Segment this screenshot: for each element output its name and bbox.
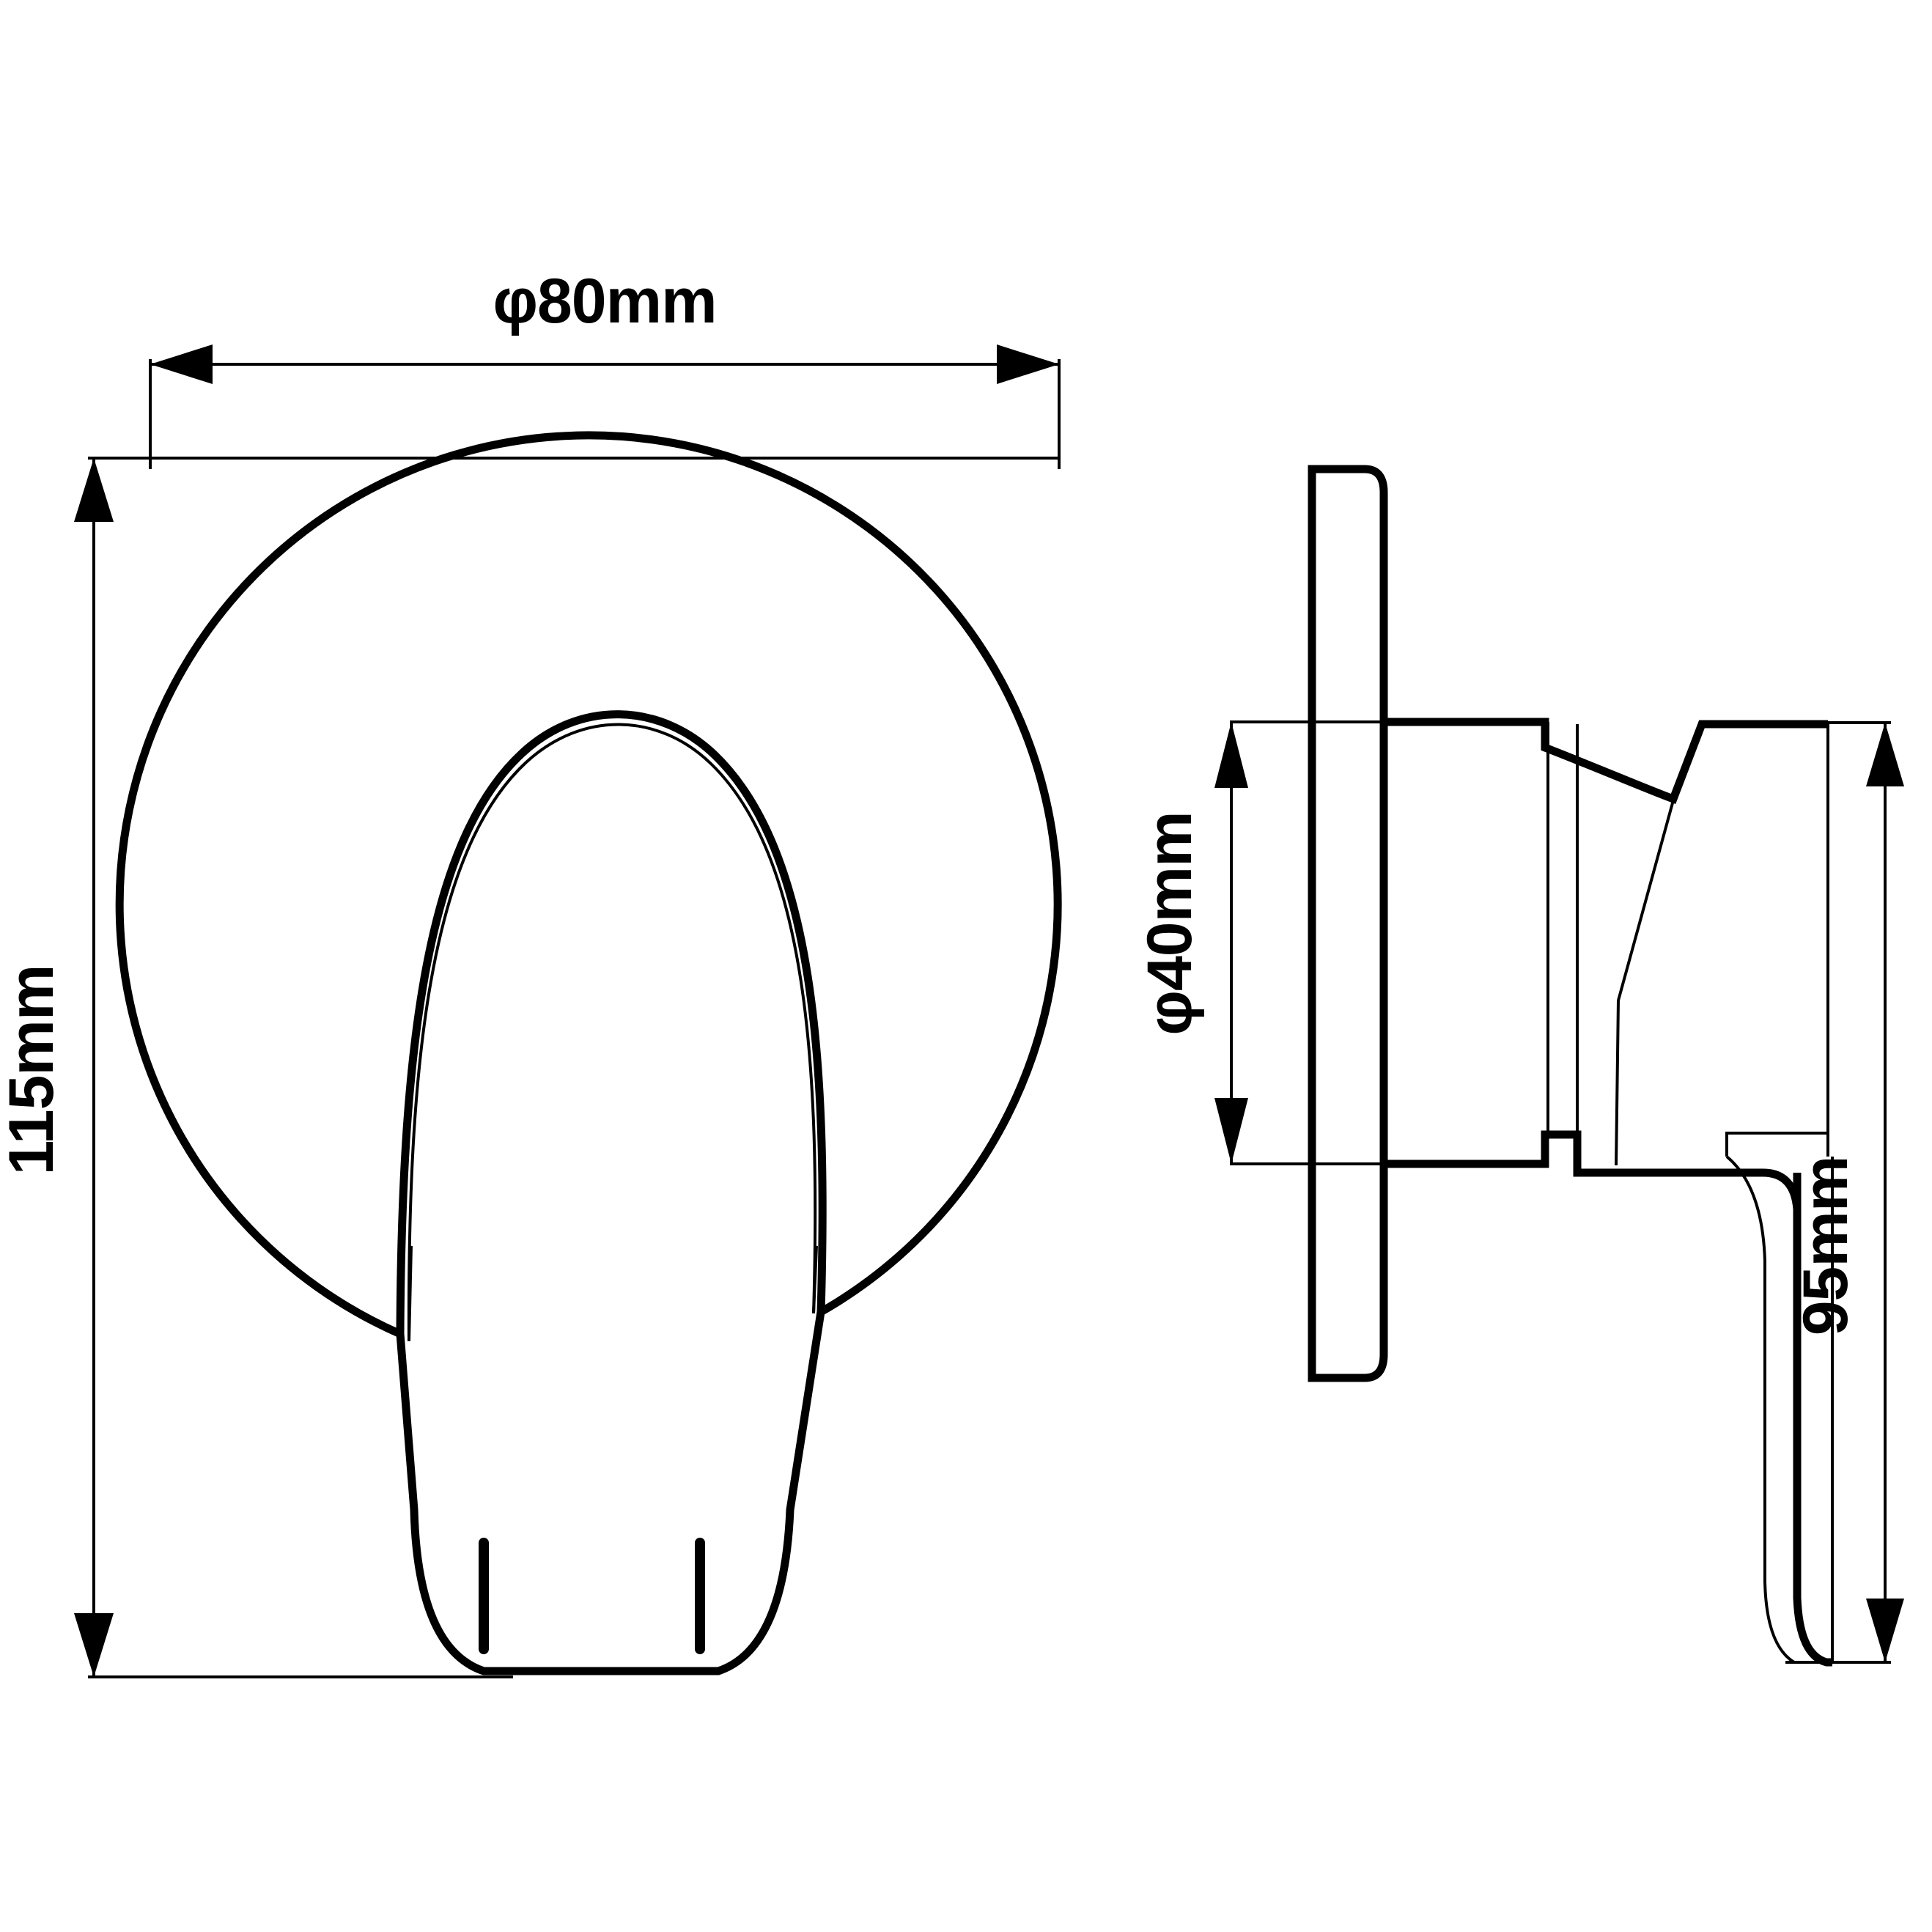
lever-handle-outline — [396, 710, 827, 1675]
dim40-label: φ40mm — [1135, 811, 1205, 1035]
dim95-label: 95mm — [1791, 1157, 1861, 1336]
dimension-height-115: 115mm — [0, 457, 513, 1678]
dim115-arrow-top — [74, 458, 114, 522]
handle-neck-line-right — [812, 1245, 818, 1314]
dim80-arrow-right — [997, 344, 1059, 384]
handle-neck-line-left — [408, 1245, 413, 1342]
handle-inner-highlight-line — [407, 723, 817, 1342]
dim115-arrow-bottom — [74, 1613, 114, 1677]
side-view-group — [1308, 465, 1834, 1667]
lever-shoulder-line — [1725, 1132, 1828, 1157]
dimension-length-95: 95mm — [1785, 721, 1904, 1664]
escutcheon-plate-outline — [115, 431, 1062, 1338]
dimension-diameter-80: φ80mm — [149, 266, 1061, 469]
front-view-group — [115, 431, 1062, 1675]
valve-body-top-profile — [1384, 718, 1828, 805]
valve-cartridge-taper-line — [1615, 800, 1675, 1166]
dim80-label: φ80mm — [493, 266, 716, 336]
dim115-label: 115mm — [0, 965, 67, 1176]
dim80-arrow-left — [150, 344, 213, 384]
dimension-diameter-40: φ40mm — [1135, 720, 1546, 1165]
wall-flange-outline — [1308, 465, 1388, 1382]
dim95-arrow-top — [1866, 723, 1904, 786]
dim40-arrow-bottom — [1214, 1098, 1248, 1164]
lever-handle-side-back — [1725, 1155, 1796, 1664]
dim95-arrow-bottom — [1866, 1599, 1904, 1662]
dim40-arrow-top — [1214, 722, 1248, 788]
valve-body-bottom-profile — [1384, 1130, 1802, 1548]
